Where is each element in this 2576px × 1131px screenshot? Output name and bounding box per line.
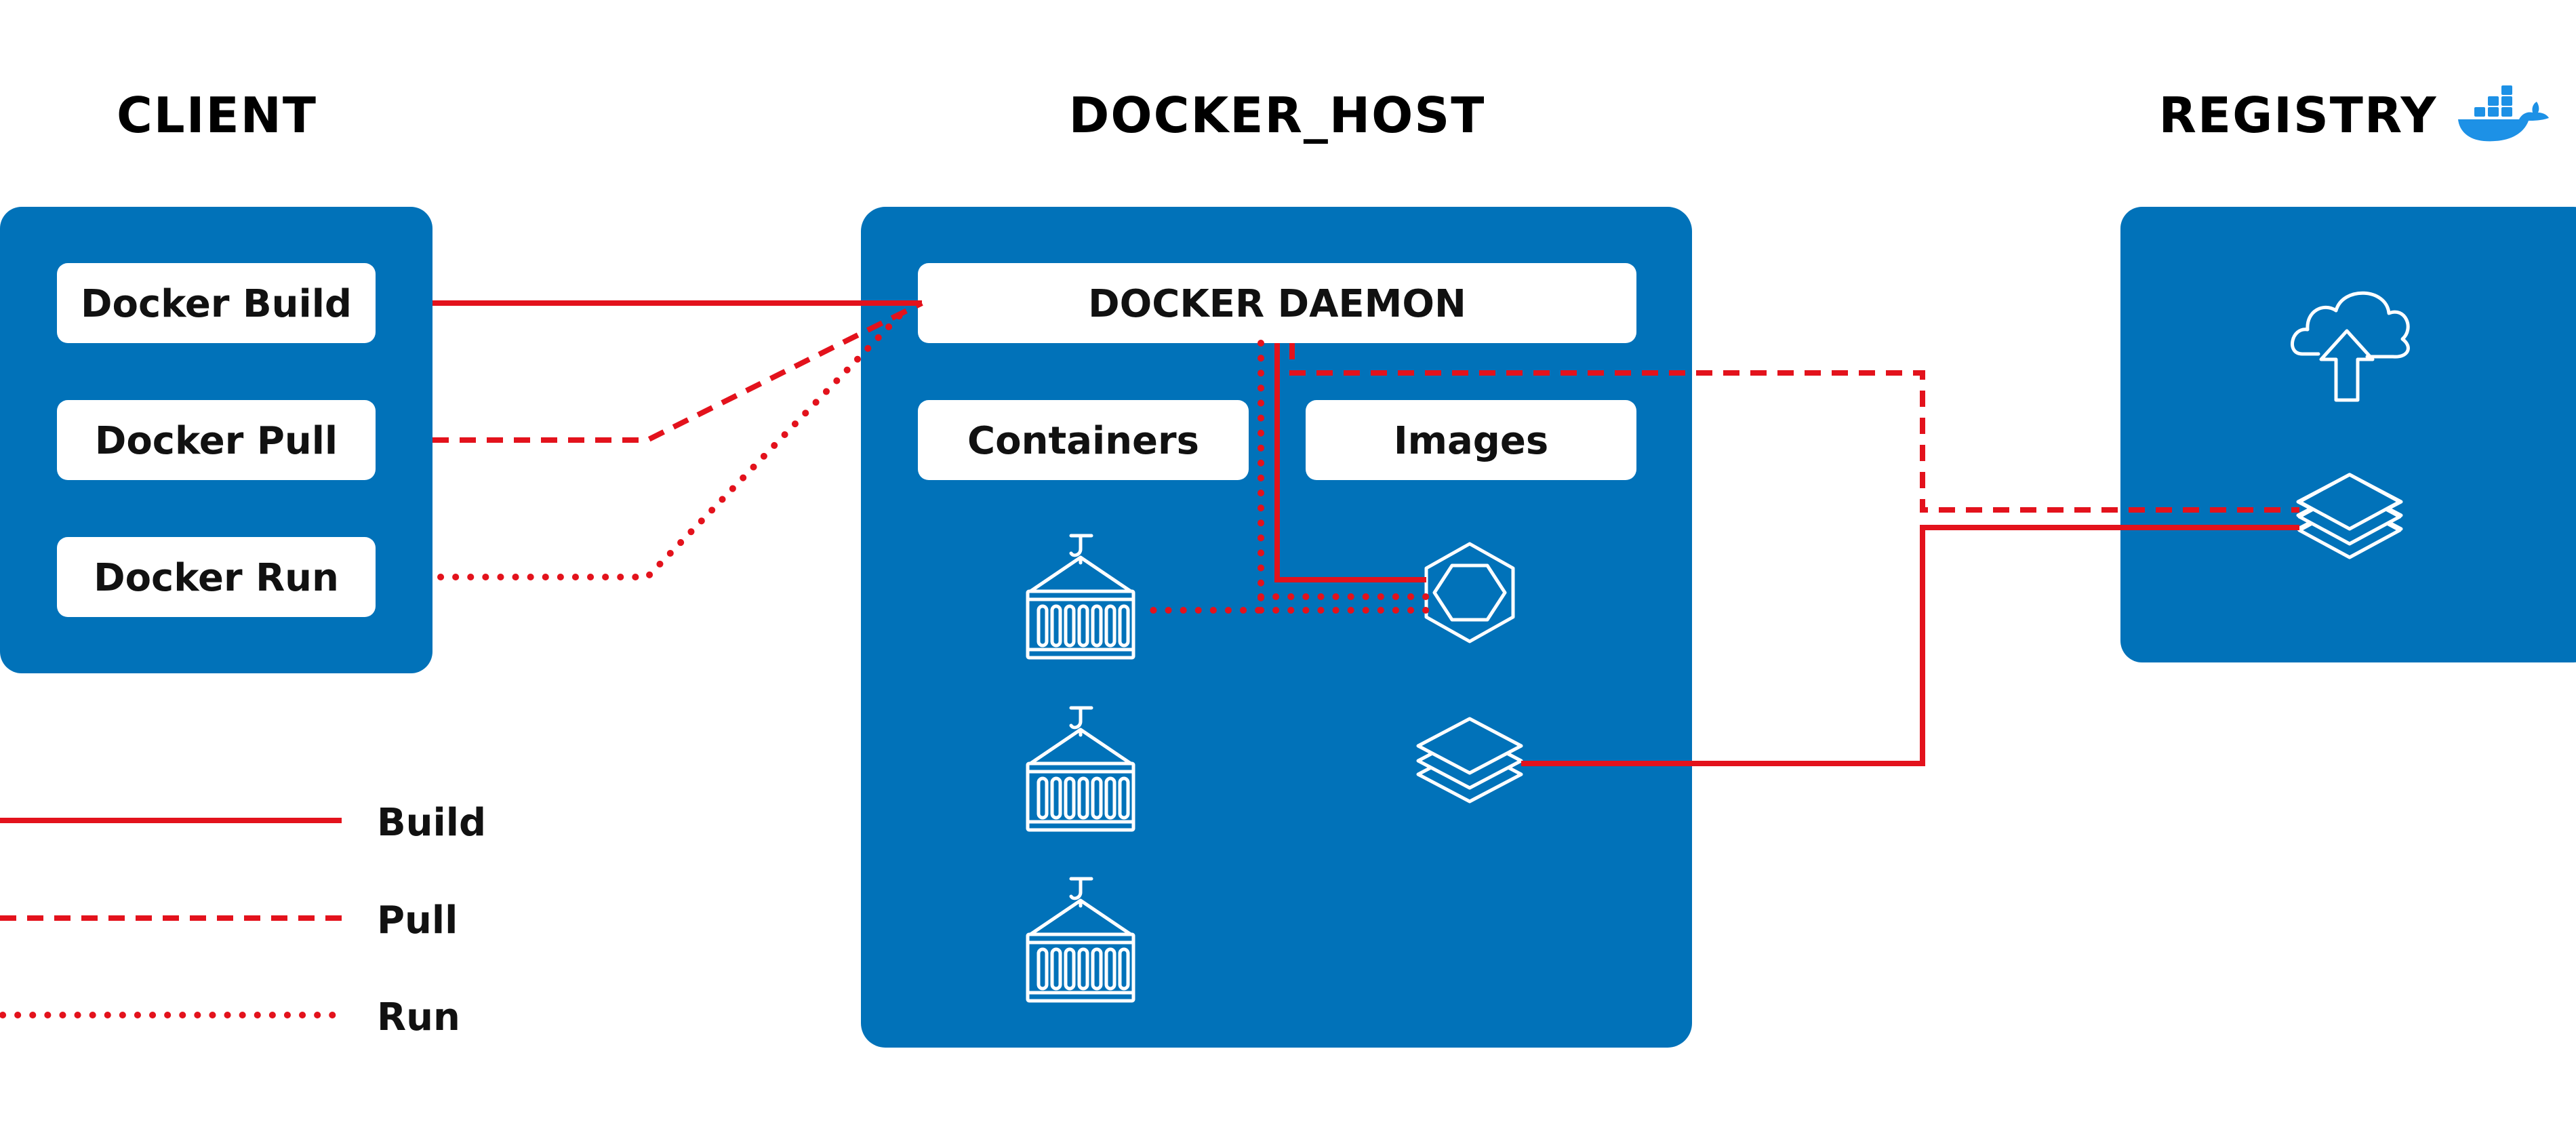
client-command-docker-pull[interactable]: Docker Pull (57, 400, 376, 480)
client-command-docker-build[interactable]: Docker Build (57, 263, 376, 343)
container-icon (1026, 534, 1135, 660)
client-command-docker-run[interactable]: Docker Run (57, 537, 376, 617)
containers-label-box[interactable]: Containers (918, 400, 1249, 480)
container-icon (1026, 877, 1135, 1003)
legend-build-label: Build (377, 801, 486, 845)
command-label: Docker Run (94, 556, 339, 600)
cloud-upload-icon (2291, 291, 2410, 402)
legend: Build Pull Run (0, 801, 486, 1039)
command-label: Docker Pull (95, 419, 338, 463)
images-label-box[interactable]: Images (1306, 400, 1636, 480)
legend-run: Run (0, 995, 460, 1039)
pull-line-client-to-daemon (432, 300, 923, 443)
docker-daemon[interactable]: DOCKER DAEMON (918, 263, 1636, 343)
run-line-client-to-daemon (437, 303, 912, 580)
legend-build: Build (0, 801, 486, 845)
build-line-daemon-to-image (1274, 343, 1426, 582)
registry-panel (2120, 207, 2576, 662)
command-label: Docker Build (81, 282, 352, 326)
containers-label: Containers (967, 419, 1199, 463)
docker-daemon-label: DOCKER DAEMON (1088, 282, 1466, 326)
build-line-image-to-registry (1521, 525, 2299, 766)
legend-run-label: Run (377, 995, 460, 1039)
hexagon-icon (1424, 542, 1515, 643)
client-heading: CLIENT (117, 87, 317, 144)
pull-line-daemon-to-registry (1289, 343, 2299, 513)
legend-pull: Pull (0, 898, 458, 942)
docker-whale-icon (2458, 85, 2549, 142)
layers-icon (1416, 717, 1523, 803)
docker-host-heading: DOCKER_HOST (1069, 87, 1486, 144)
registry-heading: REGISTRY (2158, 87, 2437, 144)
layers-icon (2297, 473, 2402, 559)
images-label: Images (1394, 419, 1548, 463)
container-icon (1026, 706, 1135, 832)
legend-pull-label: Pull (377, 898, 458, 942)
